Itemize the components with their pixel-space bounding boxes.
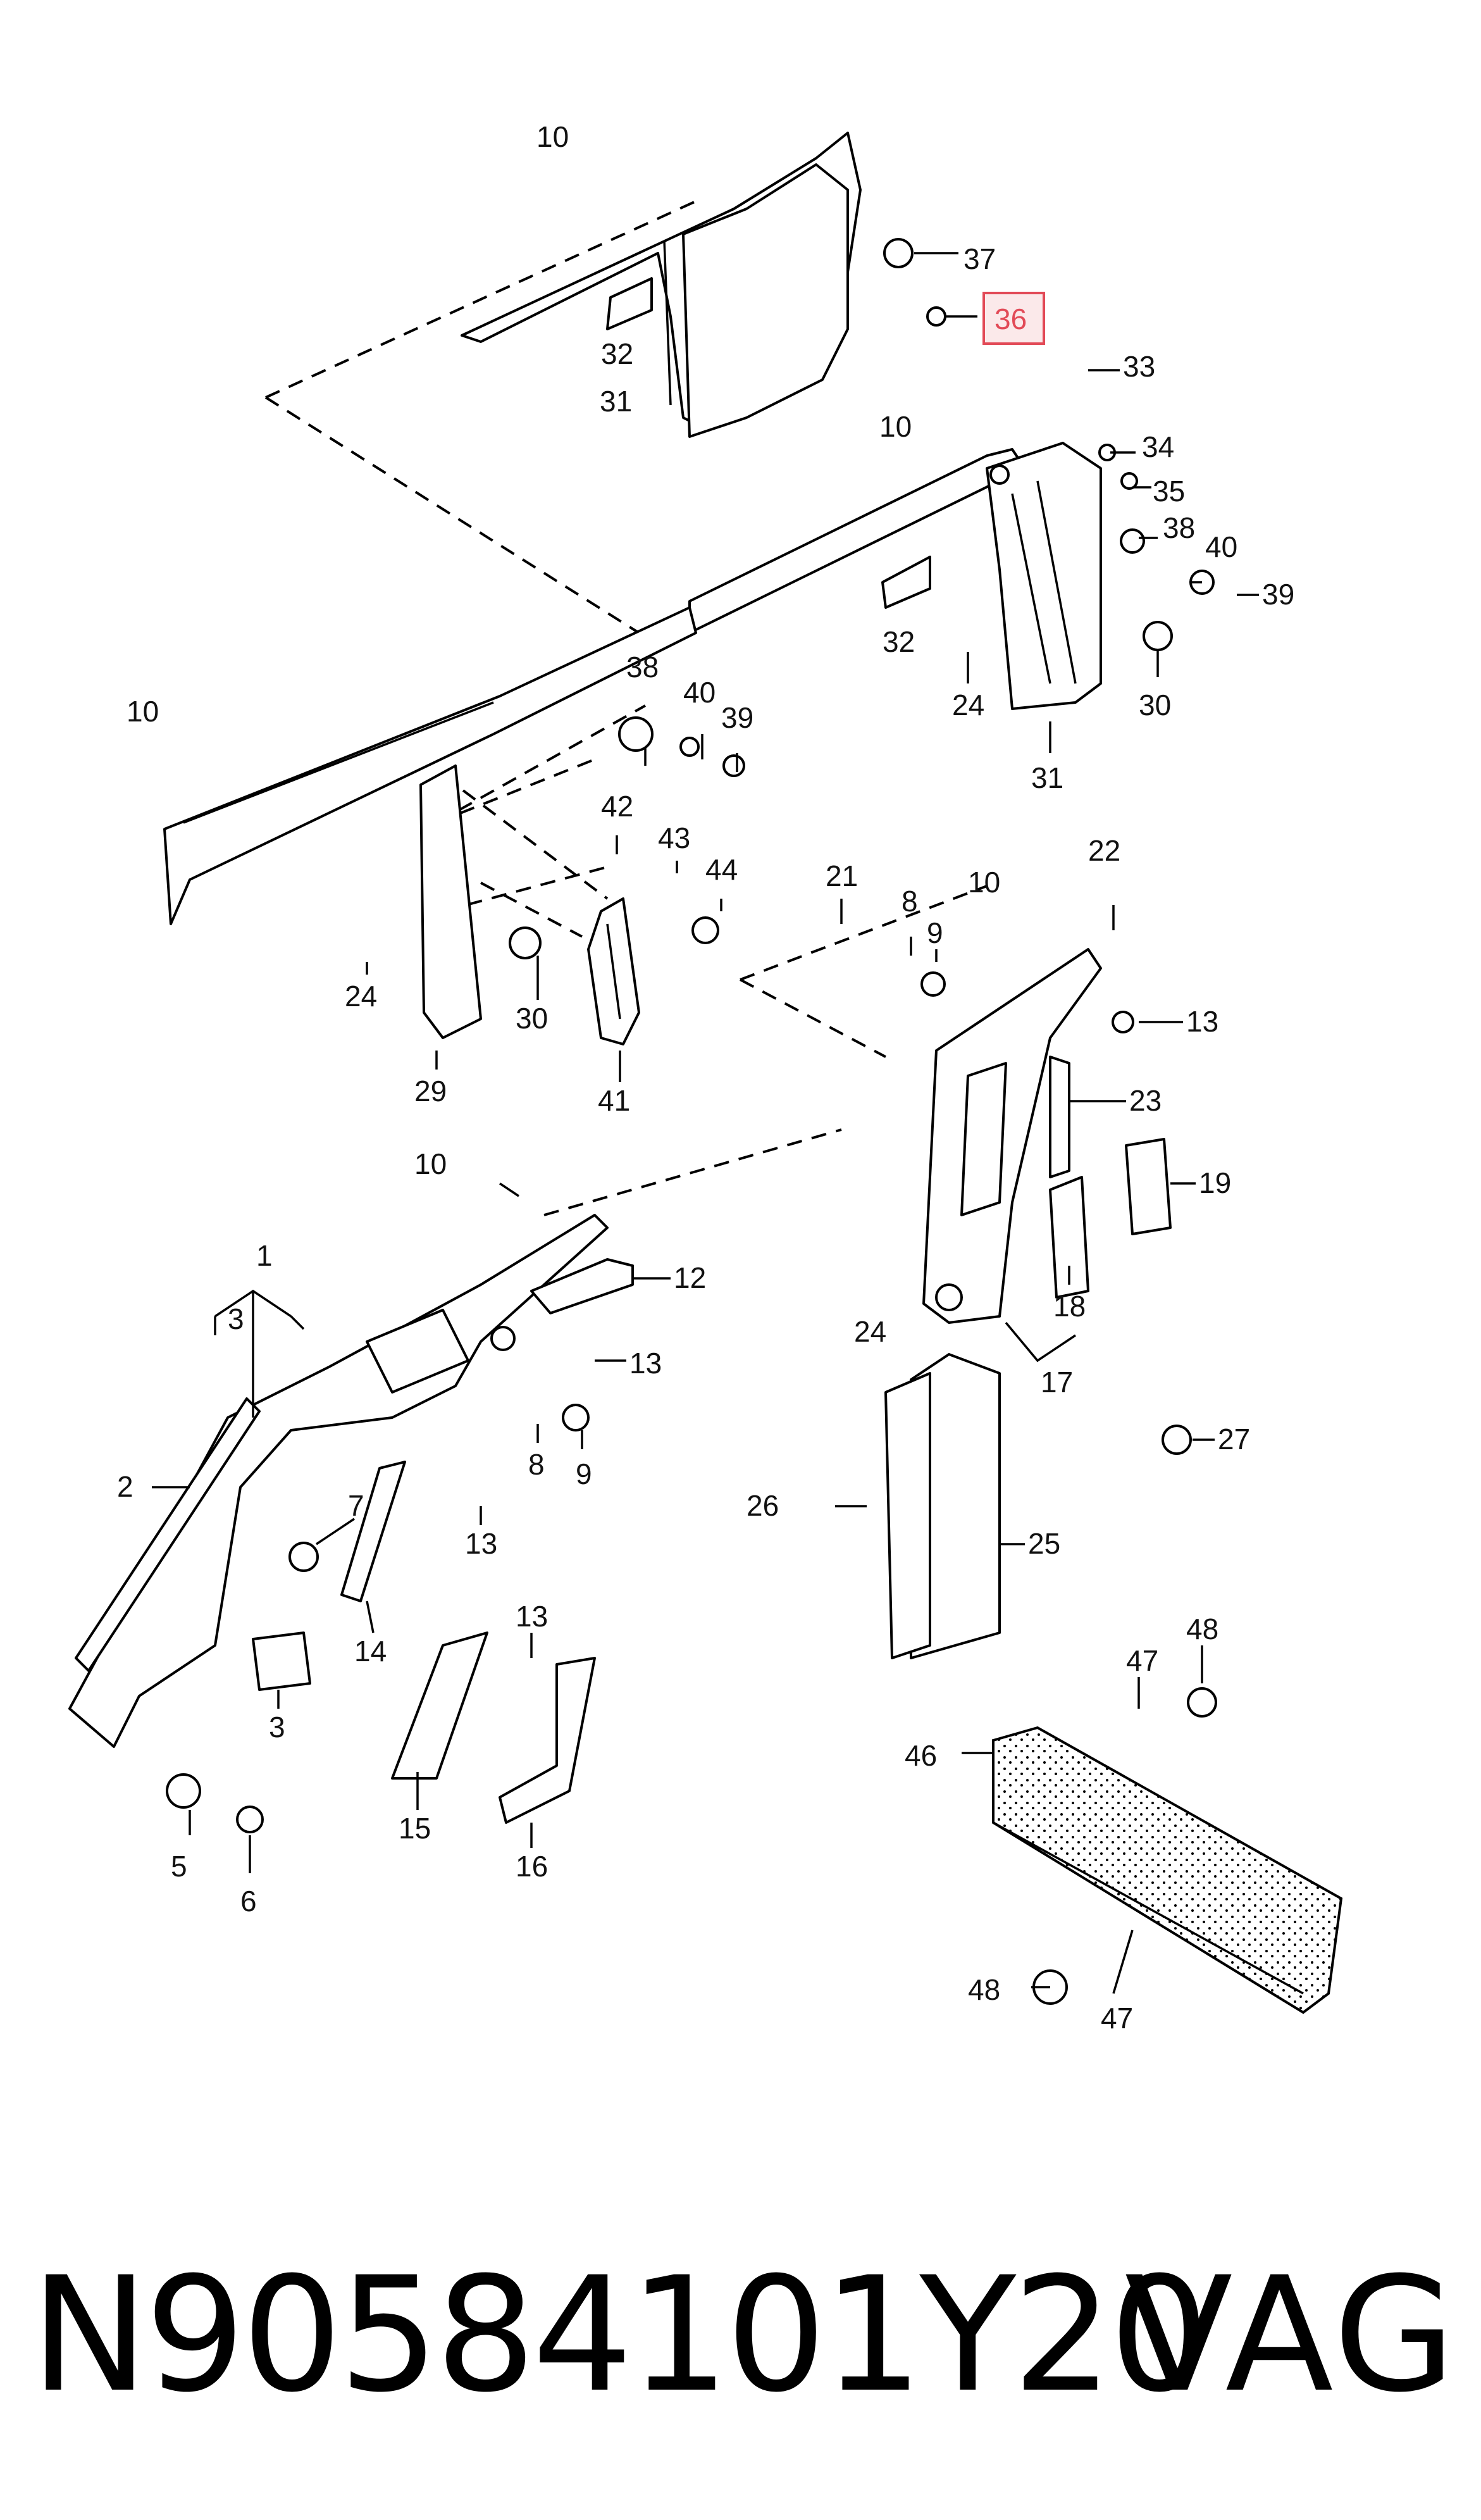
callout-40b: 40	[683, 676, 716, 709]
callout-14: 14	[354, 1635, 387, 1668]
callout-38b: 38	[626, 651, 659, 683]
callout-10c: 10	[127, 695, 159, 728]
callout-8a: 8	[902, 885, 918, 918]
callout-22: 22	[1088, 834, 1120, 867]
bracket-3	[252, 1631, 311, 1691]
callout-19: 19	[1199, 1166, 1231, 1199]
callout-8b: 8	[528, 1448, 545, 1481]
callout-21: 21	[826, 859, 858, 892]
callout-40a: 40	[1205, 530, 1237, 563]
callout-13d: 13	[516, 1600, 548, 1633]
highlight-box	[982, 292, 1045, 345]
callout-30b: 30	[516, 1002, 548, 1035]
callout-38a: 38	[1163, 511, 1195, 544]
callout-15: 15	[399, 1812, 431, 1845]
callout-24c: 24	[854, 1315, 886, 1348]
fasteners	[166, 238, 1217, 2005]
callout-9a: 9	[927, 916, 943, 949]
callout-33: 33	[1123, 350, 1155, 383]
callout-43: 43	[658, 821, 690, 854]
brand-name: VAG	[1124, 2243, 1458, 2427]
trim-part-41	[587, 897, 640, 1045]
callout-10b: 10	[879, 410, 912, 443]
leader-lines	[152, 252, 1259, 1994]
callout-6: 6	[240, 1885, 257, 1918]
callout-48b: 48	[968, 1973, 1000, 2006]
callout-44: 44	[705, 853, 738, 886]
callout-13a: 13	[1186, 1005, 1218, 1038]
callout-32b: 32	[883, 625, 915, 658]
handles	[340, 1056, 1172, 1824]
callout-9b: 9	[576, 1457, 592, 1490]
callout-labels: 10 37 36 33 32 31 10 34 35 38 40 39 32 2…	[117, 120, 1294, 2035]
callout-39b: 39	[721, 701, 753, 734]
a-pillar-trim-lower-left	[68, 1214, 609, 1748]
callout-31a: 31	[600, 385, 632, 418]
callout-13c: 13	[465, 1527, 497, 1560]
callout-41: 41	[598, 1084, 630, 1117]
callout-10d: 10	[968, 866, 1000, 899]
callout-39a: 39	[1262, 578, 1294, 611]
callout-46: 46	[905, 1739, 937, 1772]
callout-23: 23	[1129, 1084, 1162, 1117]
lower-b-pillar-trim-25	[884, 1353, 1001, 1659]
callout-2: 2	[117, 1470, 133, 1503]
callout-3b: 3	[269, 1711, 285, 1743]
b-pillar-trim-17	[922, 948, 1102, 1324]
callout-1: 1	[256, 1239, 273, 1272]
callout-3a: 3	[228, 1302, 244, 1335]
roof-rail-trim-upper	[688, 442, 1102, 710]
callout-16: 16	[516, 1850, 548, 1883]
callout-17: 17	[1041, 1366, 1073, 1399]
callout-36: 36	[995, 303, 1027, 335]
callout-31b: 31	[1031, 761, 1063, 794]
callout-32a: 32	[601, 337, 633, 370]
callout-37: 37	[964, 242, 996, 275]
callout-10a: 10	[536, 120, 569, 153]
callout-25: 25	[1028, 1527, 1060, 1560]
callout-47a: 47	[1126, 1644, 1158, 1677]
callout-48a: 48	[1186, 1612, 1218, 1645]
callout-34: 34	[1142, 430, 1174, 463]
callout-12: 12	[674, 1261, 706, 1294]
callout-18: 18	[1053, 1290, 1086, 1323]
callout-47b: 47	[1101, 2002, 1133, 2035]
footer: N90584101Y20 VAG	[0, 2253, 1481, 2417]
callout-5: 5	[171, 1850, 187, 1883]
callout-24a: 24	[952, 689, 984, 721]
callout-35: 35	[1153, 475, 1185, 508]
callout-30a: 30	[1139, 689, 1171, 721]
callout-7: 7	[348, 1489, 364, 1522]
callout-29: 29	[414, 1075, 447, 1107]
part-number: N90584101Y20	[30, 2243, 1210, 2427]
callout-27: 27	[1218, 1423, 1250, 1456]
callout-13b: 13	[629, 1347, 662, 1380]
callout-26: 26	[747, 1489, 779, 1522]
sill-trim-46	[992, 1726, 1343, 2014]
callout-24b: 24	[345, 980, 377, 1013]
upper-rear-pillar-trim	[461, 132, 862, 438]
callout-10e: 10	[414, 1147, 447, 1180]
long-roof-rail-trim	[163, 606, 697, 1039]
callout-42: 42	[601, 790, 633, 823]
